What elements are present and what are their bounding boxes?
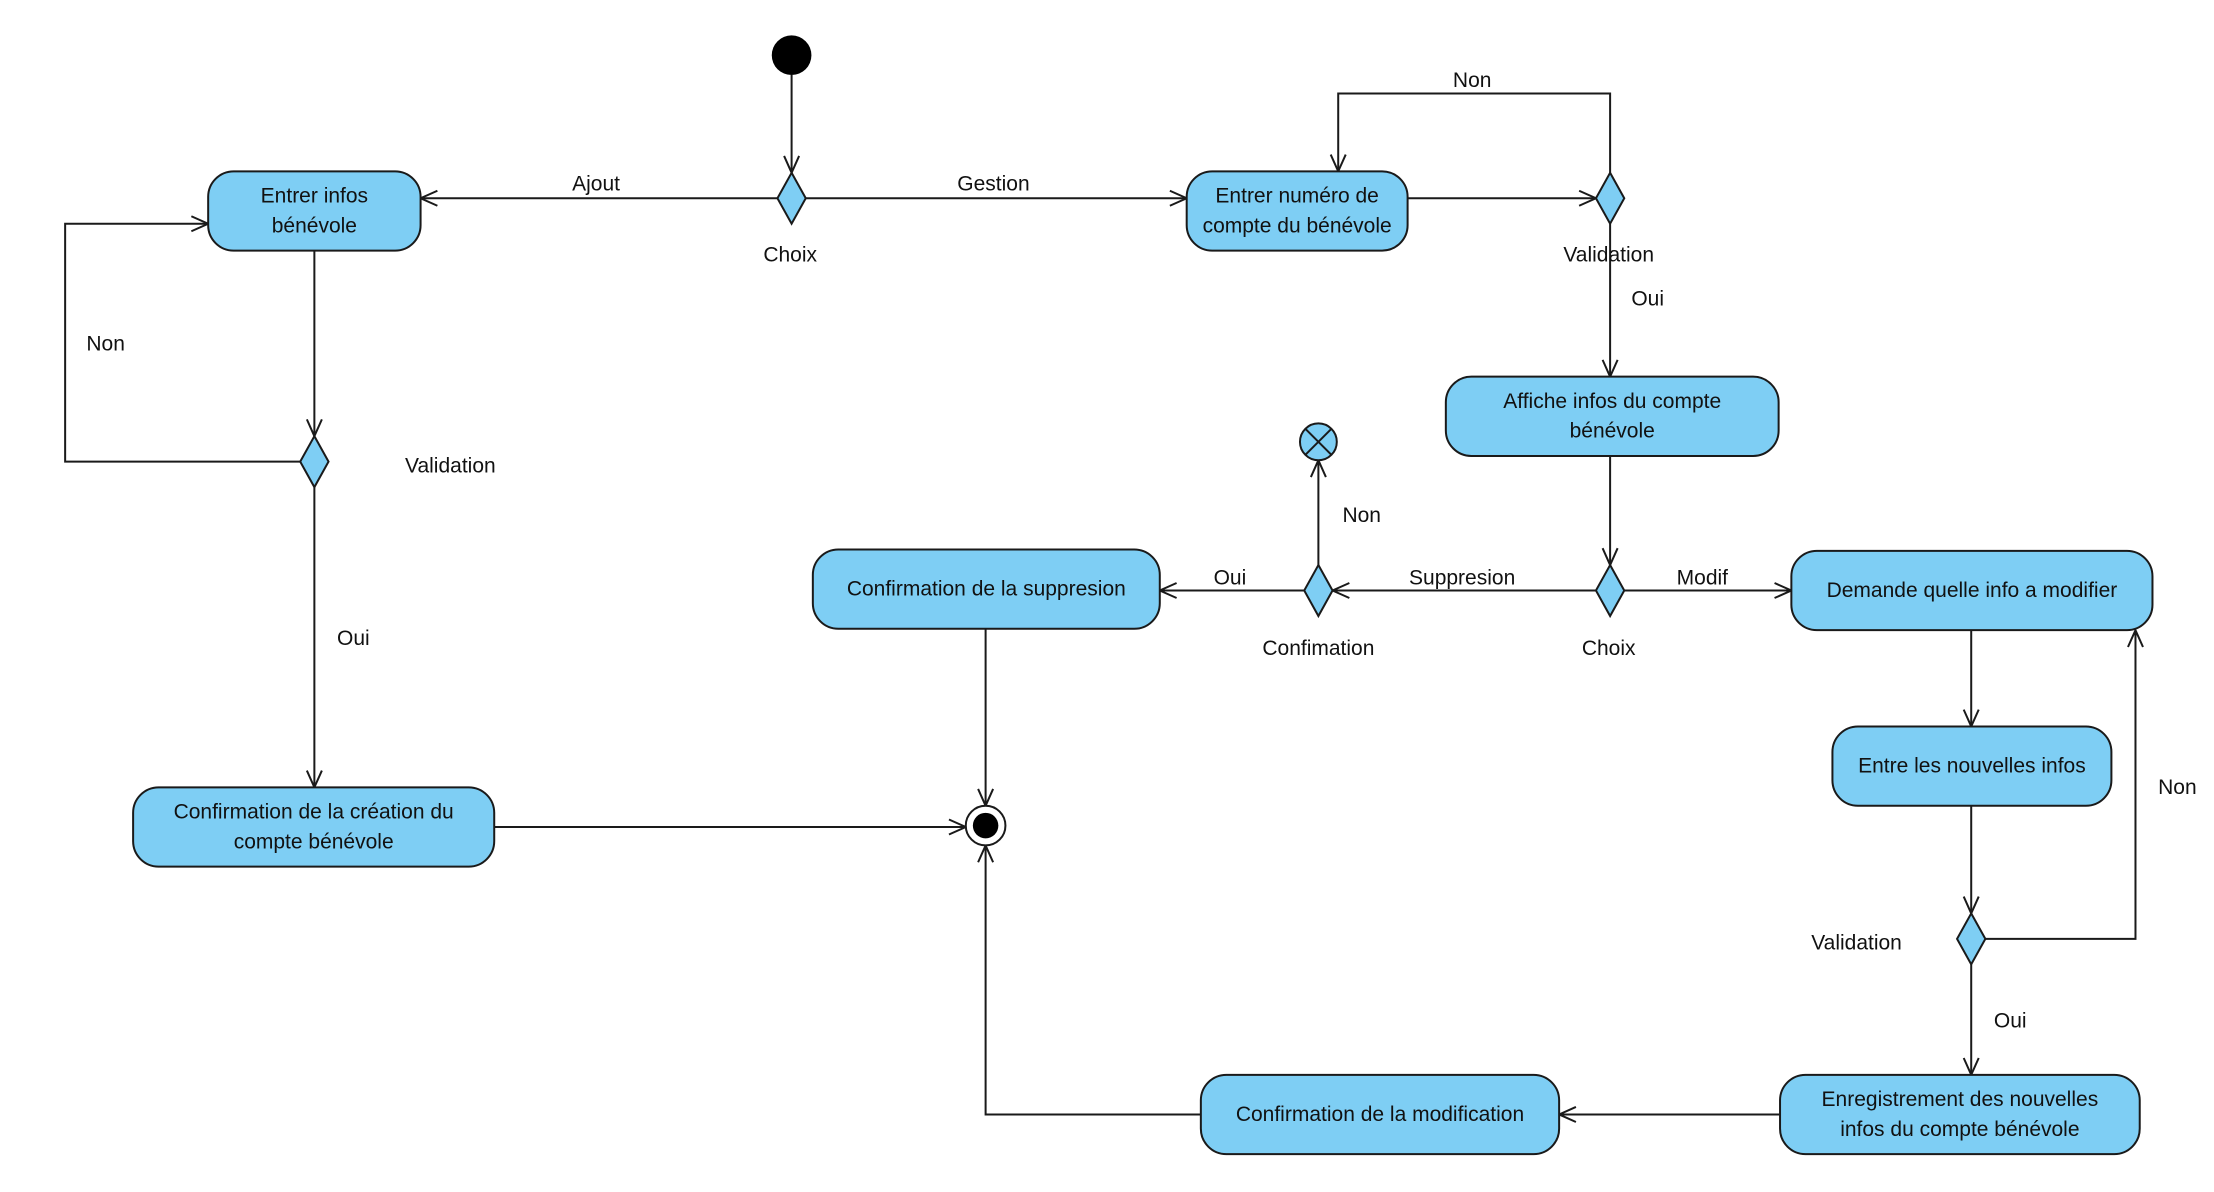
decision-label: Choix bbox=[763, 243, 817, 266]
flow-final-node bbox=[1298, 422, 1338, 462]
decision-label: Choix bbox=[1582, 637, 1636, 660]
edge-label-non-right: Non bbox=[2158, 776, 2197, 799]
flow-final-cross bbox=[1304, 428, 1332, 456]
activity-box bbox=[811, 548, 1161, 630]
decision-confirmation bbox=[1303, 562, 1334, 619]
decision-validation-right bbox=[1955, 911, 1987, 967]
edge-validation-oui-to-creation bbox=[305, 487, 323, 790]
activity-confirmation-modification: Confirmation de la modification bbox=[1199, 1073, 1561, 1156]
activity-label: Demande quelle info a modifier bbox=[1827, 579, 2118, 602]
decision-choix-mid bbox=[1594, 562, 1626, 619]
edge-label-non-top: Non bbox=[1453, 69, 1492, 92]
edge-validation-non-loop bbox=[1329, 92, 1612, 174]
activity-entre-nouvelles: Entre les nouvelles infos bbox=[1831, 725, 2113, 807]
initial-node bbox=[771, 35, 812, 76]
edge-enregistrement-to-modification bbox=[1556, 1106, 1781, 1123]
final-node bbox=[964, 804, 1007, 847]
edge-label-oui-right: Oui bbox=[1994, 1010, 2027, 1033]
activity-box bbox=[1185, 170, 1409, 252]
edge-creation-to-final bbox=[494, 818, 969, 836]
decision-diamond bbox=[1594, 562, 1626, 619]
edge-label-non-left: Non bbox=[86, 333, 125, 356]
edges-layer bbox=[64, 75, 2144, 1123]
decision-diamond bbox=[1955, 911, 1987, 967]
edge-demande-to-entre bbox=[1962, 630, 1980, 729]
activity-label: compte du bénévole bbox=[1203, 214, 1392, 237]
edge-affiche-to-choix bbox=[1601, 455, 1619, 568]
final-node-dot bbox=[972, 812, 999, 839]
activity-label: Entrer numéro de bbox=[1215, 185, 1378, 208]
activity-label: bénévole bbox=[272, 214, 357, 237]
activity-box bbox=[1444, 375, 1780, 457]
edge-label-ajout: Ajout bbox=[572, 173, 620, 196]
edge-label-oui-confirm: Oui bbox=[1214, 566, 1247, 589]
edge-confirmation-non-to-flow-final bbox=[1309, 457, 1327, 566]
decision-diamond bbox=[1303, 562, 1334, 619]
activity-box bbox=[207, 170, 422, 252]
decision-choix-top bbox=[776, 170, 807, 226]
decision-validation-top bbox=[1594, 170, 1626, 226]
edge-line bbox=[1985, 630, 2137, 940]
decision-label: Validation bbox=[1563, 243, 1654, 266]
activity-entrer-infos: Entrer infos bénévole bbox=[207, 170, 422, 252]
edge-arrowhead bbox=[2127, 627, 2144, 648]
activity-enregistrement: Enregistrement des nouvelles infos du com… bbox=[1779, 1073, 2141, 1156]
decision-validation-left bbox=[299, 434, 330, 490]
activity-label: Enregistrement des nouvelles bbox=[1822, 1088, 2099, 1111]
edge-line bbox=[984, 845, 1201, 1116]
edge-initial-to-choix bbox=[783, 75, 801, 176]
activity-box bbox=[1779, 1073, 2141, 1156]
activity-label: compte bénévole bbox=[234, 830, 394, 853]
activity-label: Confirmation de la suppresion bbox=[847, 578, 1126, 601]
activity-entrer-numero: Entrer numéro de compte du bénévole bbox=[1185, 170, 1409, 252]
nodes-layer: Entrer infos bénévole Entrer numéro de comp… bbox=[132, 35, 2154, 1156]
activity-confirmation-suppresion: Confirmation de la suppresion bbox=[811, 548, 1161, 630]
edge-entrer-infos-to-validation bbox=[305, 250, 323, 439]
activity-label: Entre les nouvelles infos bbox=[1858, 755, 2086, 778]
decision-diamond bbox=[1594, 170, 1626, 226]
decision-label: Validation bbox=[1811, 932, 1902, 955]
edge-suppresion-to-final bbox=[977, 628, 995, 809]
activity-label: Confirmation de la création du bbox=[174, 801, 454, 824]
edge-modification-to-final bbox=[977, 842, 1201, 1116]
decision-label: Confimation bbox=[1262, 637, 1374, 660]
edge-validation-oui-to-enregistrement bbox=[1962, 964, 1980, 1078]
edge-entrer-numero-to-validation bbox=[1407, 189, 1599, 207]
activity-affiche-infos: Affiche infos du compte bénévole bbox=[1444, 375, 1780, 457]
edge-label-suppresion: Suppresion bbox=[1409, 566, 1515, 589]
edge-label-gestion: Gestion bbox=[957, 173, 1029, 196]
edge-entre-to-validation bbox=[1962, 805, 1980, 916]
edge-label-oui-top: Oui bbox=[1631, 287, 1664, 310]
activity-box bbox=[1831, 725, 2113, 807]
decision-diamond bbox=[776, 170, 807, 226]
edge-validation-non-loop-right bbox=[1985, 627, 2144, 940]
activity-demande-info: Demande quelle info a modifier bbox=[1790, 549, 2154, 632]
decision-label: Validation bbox=[405, 454, 496, 477]
edge-label-oui-left: Oui bbox=[337, 627, 370, 650]
activity-box bbox=[1790, 549, 2154, 632]
activity-confirmation-creation: Confirmation de la création du compte bén… bbox=[132, 786, 496, 868]
decision-diamond bbox=[299, 434, 330, 490]
edge-label-modif: Modif bbox=[1677, 566, 1729, 589]
activity-label: Confirmation de la modification bbox=[1236, 1103, 1524, 1126]
activity-label: bénévole bbox=[1570, 420, 1655, 443]
activity-box bbox=[132, 786, 496, 868]
edge-label-non-flow-final: Non bbox=[1342, 504, 1381, 527]
activity-box bbox=[1199, 1073, 1561, 1156]
activity-label: Entrer infos bbox=[261, 185, 368, 208]
activity-label: Affiche infos du compte bbox=[1503, 390, 1721, 413]
edge-line bbox=[1337, 92, 1612, 173]
activity-label: infos du compte bénévole bbox=[1840, 1118, 2079, 1141]
edge-line bbox=[64, 222, 301, 463]
